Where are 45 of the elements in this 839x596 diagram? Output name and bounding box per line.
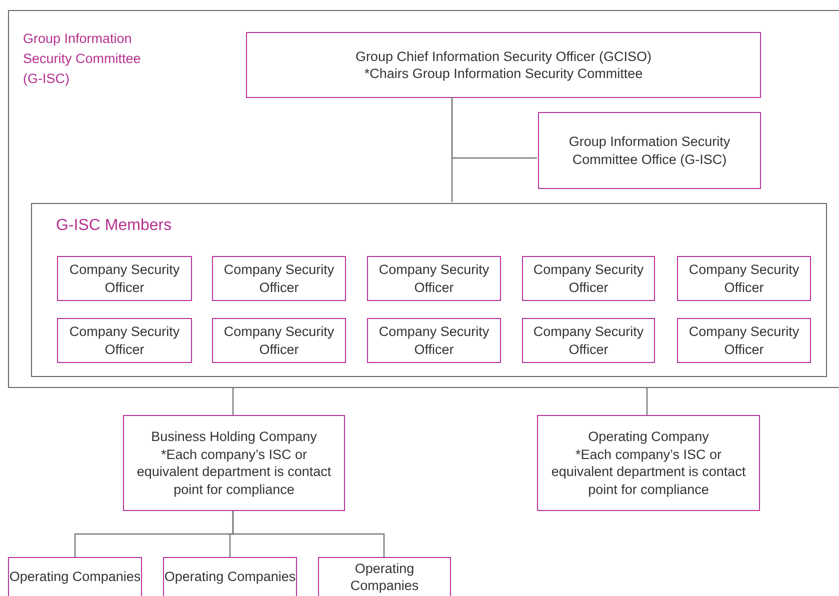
role-title: Company Security Officer <box>68 323 181 358</box>
group-heading: Group Information Security Committee (G-ISC) <box>23 30 142 88</box>
role-title: Operating Companies <box>164 568 296 586</box>
role-title: Company Security Officer <box>532 323 645 358</box>
role-box <box>522 256 655 301</box>
group-panel <box>31 203 827 377</box>
role-box <box>57 256 192 301</box>
role-title: Company Security Officer <box>688 261 800 296</box>
role-box <box>123 415 345 511</box>
role-box <box>677 256 811 301</box>
role-box <box>57 318 192 363</box>
group-panel <box>8 10 839 388</box>
role-box <box>212 256 346 301</box>
role-title: Operating Companies <box>9 568 141 586</box>
role-box <box>522 318 655 363</box>
role-box <box>163 557 297 596</box>
role-box <box>8 557 142 596</box>
role-title: Company Security Officer <box>378 261 490 296</box>
group-heading: G-ISC Members <box>56 216 173 236</box>
role-box <box>246 32 761 98</box>
role-box <box>367 256 501 301</box>
role-title: Group Chief Information Security Officer (GCISO) <box>355 48 652 65</box>
role-title: Business Holding Company <box>151 428 317 446</box>
connector-line <box>232 388 234 415</box>
role-title: Company Security Officer <box>68 261 181 296</box>
role-title: Company Security Officer <box>688 323 800 358</box>
connector-line <box>646 388 648 415</box>
role-box <box>212 318 346 363</box>
role-box <box>677 318 811 363</box>
role-title: Company Security Officer <box>378 323 490 358</box>
role-box <box>537 415 760 511</box>
role-title: Group Information Security Committee Office (G-ISC) <box>568 133 732 168</box>
role-box <box>538 112 761 189</box>
role-note: *Each company’s ISC or equivalent department is contact point for compliance <box>136 446 332 498</box>
connector-line <box>451 97 453 202</box>
role-title: Company Security Officer <box>222 323 336 358</box>
role-title: Operating Companies <box>349 560 420 594</box>
role-title: Operating Company <box>588 428 709 446</box>
connector-line <box>232 511 385 557</box>
role-box <box>367 318 501 363</box>
role-note: *Each company’s ISC or equivalent department is contact point for compliance <box>550 446 747 498</box>
role-title: Company Security Officer <box>532 261 645 296</box>
role-note: *Chairs Group Information Security Committee <box>364 65 643 82</box>
role-box <box>318 557 451 596</box>
role-title: Company Security Officer <box>222 261 336 296</box>
